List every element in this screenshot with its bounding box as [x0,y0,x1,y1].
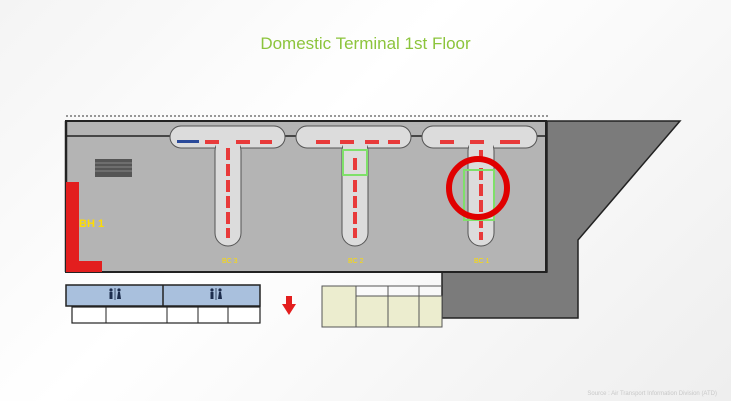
baggage-hall-label: BH 1 [79,218,104,230]
baggage-carousel-bc1 [421,125,538,247]
bc1-selection-box [463,169,495,221]
carousel-label-bc3: BC 3 [222,258,238,265]
escalator-block [95,159,132,177]
restroom-block [65,284,261,324]
page-title: Domestic Terminal 1st Floor [260,34,471,53]
down-arrow-icon [282,296,296,315]
carousel-label-bc2: BC 2 [348,258,364,265]
restroom-icon [109,288,121,300]
carousel-label-bc1: BC 1 [474,258,490,265]
baggage-carousel-bc2 [295,125,412,247]
baggage-hall-marker [66,182,102,272]
restroom-icon [210,288,222,300]
lobby-block [321,285,443,328]
bc1-highlight-circle [446,156,510,220]
baggage-carousel-bc3 [169,125,286,247]
bc2-selection-box [342,149,368,176]
source-note: Source : Air Transport Information Divis… [587,391,717,397]
